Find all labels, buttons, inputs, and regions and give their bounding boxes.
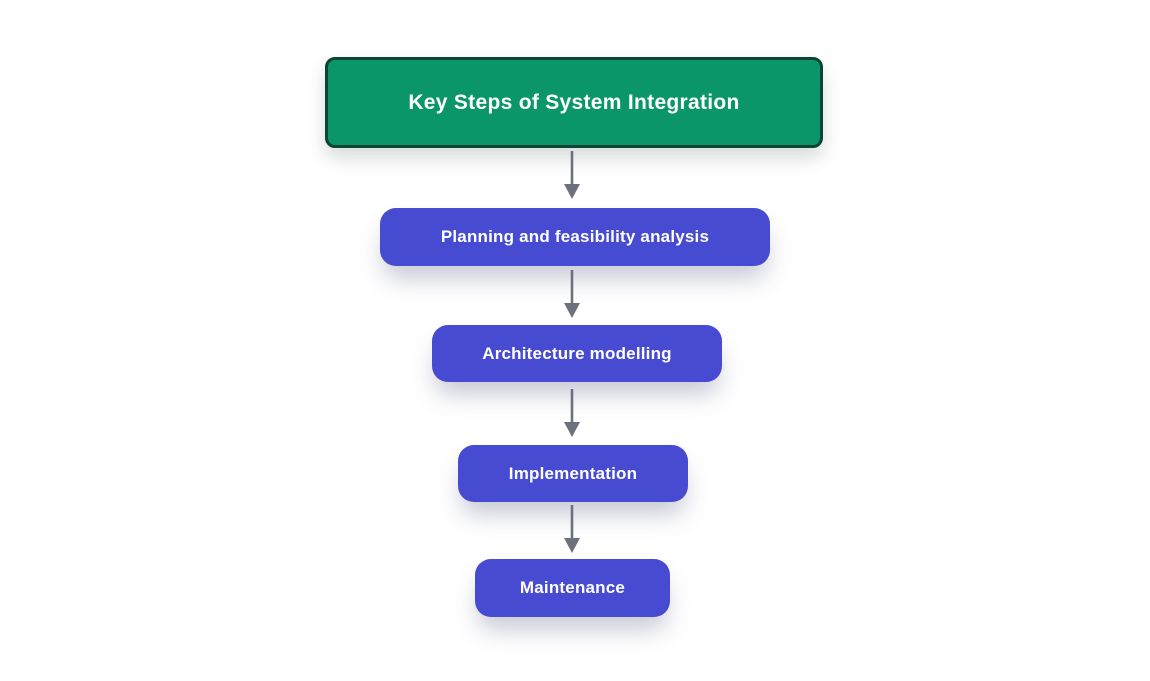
arrow-down-icon [563, 505, 581, 553]
diagram-title: Key Steps of System Integration [408, 90, 740, 114]
arrow-down-icon [563, 151, 581, 199]
step-label: Architecture modelling [482, 343, 672, 363]
diagram-title-box: Key Steps of System Integration [325, 57, 823, 148]
step-label: Maintenance [519, 578, 626, 597]
step-implementation-box: Implementation [458, 445, 688, 502]
step-planning-box: Planning and feasibility analysis [380, 208, 770, 266]
step-maintenance-box: Maintenance [475, 559, 670, 617]
step-architecture-box: Architecture modelling [432, 325, 722, 382]
step-label: Implementation [508, 463, 638, 483]
arrow-down-icon [563, 270, 581, 318]
step-label: Planning and feasibility analysis [440, 227, 710, 246]
arrow-down-icon [563, 389, 581, 437]
